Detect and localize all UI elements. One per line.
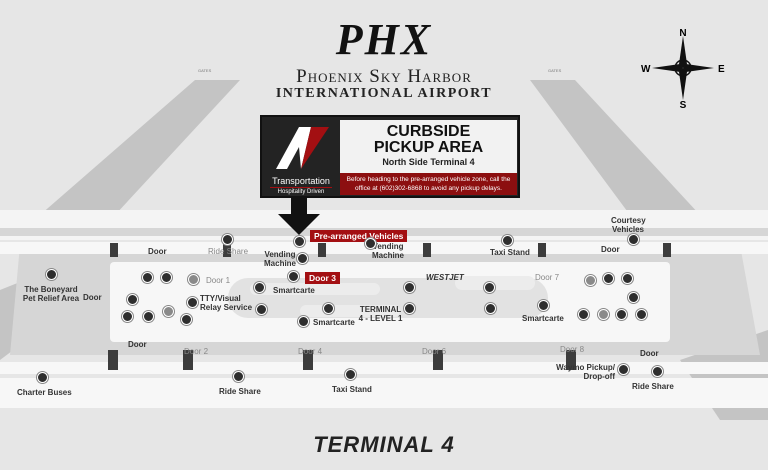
- waymo-icon: [618, 364, 629, 375]
- smartcarte-icon: [485, 303, 496, 314]
- phone-icon: [127, 294, 138, 305]
- sign-note: Before heading to the pre-arranged vehic…: [340, 173, 517, 195]
- ride-share-icon: [233, 371, 244, 382]
- label-door: Door: [640, 349, 659, 358]
- info-icon: [585, 275, 596, 286]
- compass-e: E: [718, 64, 725, 75]
- bus-icon: [37, 372, 48, 383]
- label-ride-share-right: Ride Share: [632, 382, 674, 391]
- smartcarte-icon: [256, 304, 267, 315]
- compass-rose-icon: N S E W: [641, 28, 725, 108]
- brand-tagline: Hospitality Driven: [270, 187, 332, 195]
- label-boneyard: The Boneyard Pet Relief Area: [22, 285, 80, 303]
- tty-icon: [578, 309, 589, 320]
- restroom-icon: [143, 311, 154, 322]
- airport-subtitle: INTERNATIONAL AIRPORT: [275, 86, 493, 101]
- brand-name: Transportation: [272, 176, 330, 186]
- restroom-icon: [122, 311, 133, 322]
- label-waymo: Waymo Pickup/ Drop-off: [556, 363, 615, 381]
- info-icon: [598, 309, 609, 320]
- crosswalks: [108, 243, 671, 370]
- smartcarte-icon: [404, 282, 415, 293]
- compass-w: W: [641, 64, 651, 75]
- av-logo: Transportation Hospitality Driven: [264, 119, 338, 196]
- info-icon: [163, 306, 174, 317]
- sign-title-2: PICKUP AREA: [373, 139, 484, 156]
- label-vending-machine: Vending Machine: [264, 250, 297, 268]
- gates-right-label: GATES: [548, 68, 562, 73]
- smartcarte-icon: [323, 303, 334, 314]
- label-smartcarte: Smartcarte: [313, 318, 355, 327]
- compass-n: N: [679, 28, 686, 39]
- pet-relief-icon: [46, 269, 57, 280]
- smartcarte-icon: [404, 303, 415, 314]
- prearranged-vehicles-tag: Pre-arranged Vehicles: [310, 230, 408, 242]
- concourse-right: [530, 80, 700, 215]
- restroom-icon: [616, 309, 627, 320]
- restroom-icon: [161, 272, 172, 283]
- smartcarte-icon: [298, 316, 309, 327]
- door-3-tag: Door 3: [305, 272, 340, 284]
- label-charter-buses: Charter Buses: [17, 388, 72, 397]
- label-smartcarte: Smartcarte: [522, 314, 564, 323]
- label-door-6: Door 6: [422, 347, 447, 356]
- airport-name: Phoenix Sky Harbor: [296, 66, 472, 87]
- compass-s: S: [680, 100, 687, 108]
- smartcarte-icon: [484, 282, 495, 293]
- taxi-icon: [365, 238, 376, 249]
- label-taxi-stand: Taxi Stand: [332, 385, 372, 394]
- label-door: Door: [83, 293, 102, 302]
- phone-icon: [628, 292, 639, 303]
- info-icon: [188, 274, 199, 285]
- label-door-1: Door 1: [206, 276, 231, 285]
- taxi-icon: [345, 369, 356, 380]
- vending-icon: [297, 253, 308, 264]
- smartcarte-icon: [254, 282, 265, 293]
- restroom-icon: [622, 273, 633, 284]
- restroom-icon: [636, 309, 647, 320]
- tty-icon: [187, 297, 198, 308]
- atm-icon: [181, 314, 192, 325]
- ride-share-icon: [652, 366, 663, 377]
- label-door: Door: [148, 247, 167, 256]
- sign-title-1: CURBSIDE: [386, 123, 471, 140]
- label-taxi-stand-top: Taxi Stand: [490, 248, 530, 257]
- label-door-2: Door 2: [184, 347, 209, 356]
- vehicle-icon: [628, 234, 639, 245]
- label-door: Door: [601, 245, 620, 254]
- westjet-logo: WESTJET: [426, 273, 464, 282]
- label-smartcarte: Smartcarte: [273, 286, 315, 295]
- label-terminal-level: TERMINAL 4 - LEVEL 1: [358, 305, 403, 323]
- gates-left-label: GATES: [198, 68, 212, 73]
- smartcarte-icon: [538, 300, 549, 311]
- label-ride-share-top: Ride Share: [208, 247, 249, 256]
- taxi-icon: [502, 235, 513, 246]
- ride-share-icon: [222, 234, 233, 245]
- label-door: Door: [128, 340, 147, 349]
- curbside-pickup-sign: Transportation Hospitality Driven CURBSI…: [260, 115, 520, 198]
- label-door-4: Door 4: [298, 347, 323, 356]
- label-tty-relay: TTY/Visual Relay Service: [200, 294, 253, 312]
- label-ride-share: Ride Share: [219, 387, 261, 396]
- concourse-left: [40, 80, 240, 215]
- label-vending-machine-2: Vending Machine: [372, 242, 405, 260]
- restroom-icon: [142, 272, 153, 283]
- label-courtesy-vehicles: Courtesy Vehicles: [611, 216, 646, 234]
- label-door-7: Door 7: [535, 273, 560, 282]
- sign-subtitle: North Side Terminal 4: [382, 157, 475, 167]
- terminal-title: TERMINAL 4: [313, 432, 455, 457]
- arrow-down-icon: [278, 198, 320, 235]
- vehicle-icon: [294, 236, 305, 247]
- phx-logo: PHX: [335, 15, 433, 64]
- label-door-8: Door 8: [560, 345, 585, 354]
- smartcarte-icon: [288, 271, 299, 282]
- restroom-icon: [603, 273, 614, 284]
- av-logo-mark: [276, 127, 329, 169]
